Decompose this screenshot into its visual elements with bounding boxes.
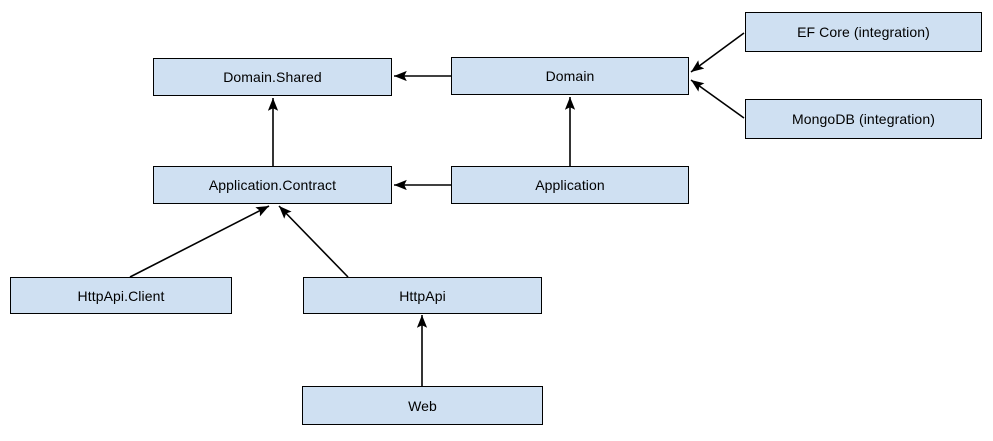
node-application-contract[interactable]: Application.Contract <box>153 166 392 204</box>
edge-httpapi-client-to-application-contract <box>129 205 270 278</box>
node-label-mongodb-integration: MongoDB (integration) <box>792 111 935 127</box>
edge-mongodb-to-domain <box>690 79 745 119</box>
node-domain-shared[interactable]: Domain.Shared <box>153 58 392 96</box>
node-label-application: Application <box>535 177 605 193</box>
node-label-domain: Domain <box>545 68 595 84</box>
node-ef-core-integration[interactable]: EF Core (integration) <box>745 12 982 52</box>
edge-httpapi-to-application-contract <box>278 205 349 278</box>
node-httpapi[interactable]: HttpApi <box>303 277 542 314</box>
node-application[interactable]: Application <box>451 166 689 204</box>
node-httpapi-client[interactable]: HttpApi.Client <box>10 277 232 314</box>
node-label-web: Web <box>408 397 437 414</box>
node-label-ef-core-integration: EF Core (integration) <box>797 24 930 40</box>
node-label-application-contract: Application.Contract <box>208 177 337 193</box>
node-label-httpapi-client: HttpApi.Client <box>77 287 165 304</box>
edge-ef-core-to-domain <box>690 32 745 73</box>
node-label-httpapi: HttpApi <box>399 287 446 304</box>
node-mongodb-integration[interactable]: MongoDB (integration) <box>745 99 982 139</box>
node-web[interactable]: Web <box>302 386 543 425</box>
node-label-domain-shared: Domain.Shared <box>223 69 322 85</box>
node-domain[interactable]: Domain <box>451 57 689 95</box>
